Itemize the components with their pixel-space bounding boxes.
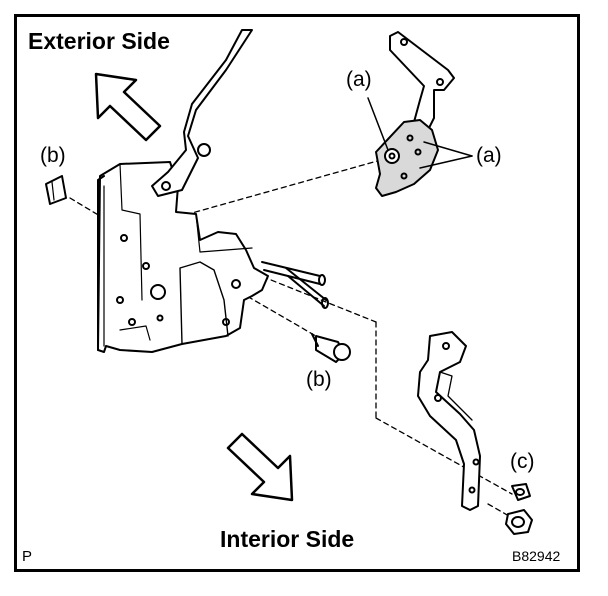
hinge-plate (97, 161, 329, 353)
nut-lower (505, 509, 533, 535)
callout-b-bolt: (b) (306, 368, 332, 391)
upper-bracket-arm (375, 31, 455, 197)
callout-a-right: (a) (476, 144, 502, 167)
exterior-direction-arrow (94, 72, 162, 142)
interior-direction-arrow (226, 432, 294, 502)
interior-side-label: Interior Side (220, 526, 355, 552)
exterior-side-label: Exterior Side (28, 28, 170, 54)
nut-upper (511, 483, 531, 501)
clip (45, 175, 67, 205)
callout-leaders (367, 97, 473, 169)
callout-a-top: (a) (346, 68, 372, 91)
corner-letter: P (22, 548, 33, 565)
figure-code: B82942 (512, 548, 561, 564)
bolt (311, 333, 351, 363)
lower-bracket (417, 331, 481, 511)
hinge-arm (151, 29, 253, 197)
callout-b-clip: (b) (40, 144, 66, 167)
callout-c-nut: (c) (510, 450, 535, 473)
